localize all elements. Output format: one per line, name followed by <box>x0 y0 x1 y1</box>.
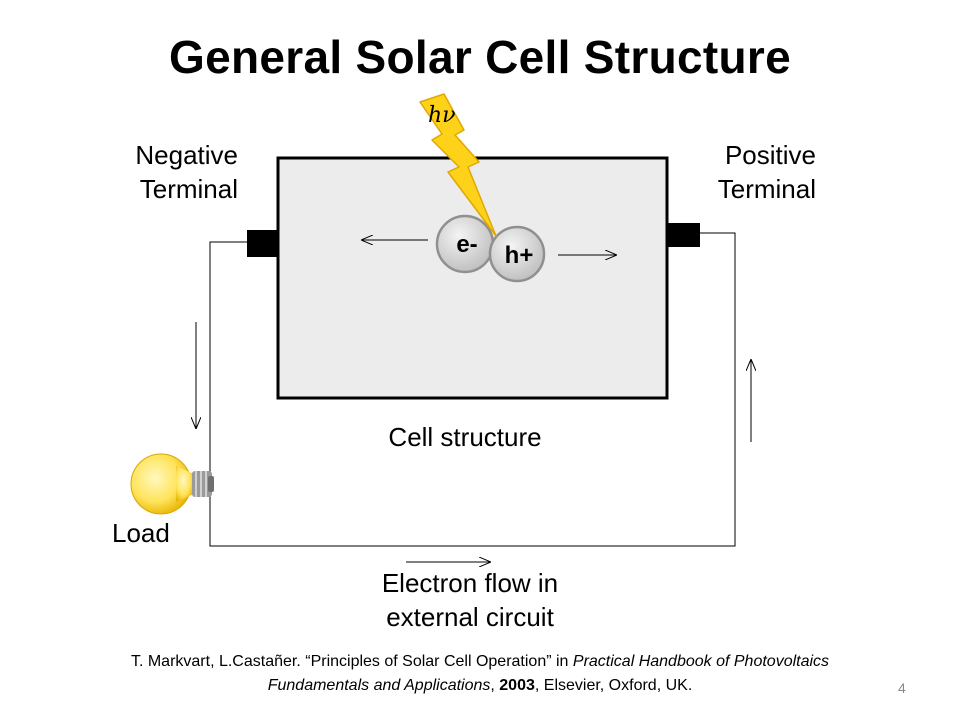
positive-terminal-contact <box>667 223 700 247</box>
citation-line-1: T. Markvart, L.Castañer. “Principles of … <box>0 650 960 674</box>
positive-terminal-line-2: Terminal <box>717 174 816 204</box>
light-bulb-icon <box>130 453 214 515</box>
photon-label: hν <box>428 103 456 128</box>
citation-authors-title: T. Markvart, L.Castañer. “Principles of … <box>130 653 573 670</box>
page-number: 4 <box>898 680 906 696</box>
citation-book-subtitle: Fundamentals and Applications <box>267 677 491 694</box>
citation-year: 2003 <box>499 677 535 694</box>
slide-title: General Solar Cell Structure <box>169 31 791 83</box>
positive-terminal-label: Positive Terminal <box>670 138 816 206</box>
electron-particle: e- <box>435 214 495 274</box>
electron-flow-line-1: Electron flow in <box>381 568 559 598</box>
external-circuit-wire <box>209 232 736 547</box>
lightning-bolt-icon <box>419 93 497 237</box>
electron-symbol: e- <box>456 231 477 258</box>
hole-symbol: h+ <box>505 242 534 269</box>
citation-line-2: Fundamentals and Applications, 2003, Els… <box>0 674 960 698</box>
cell-structure-label: Cell structure <box>388 422 542 452</box>
citation-book-title: Practical Handbook of Photovoltaics <box>572 653 830 670</box>
negative-terminal-line-2: Terminal <box>139 174 238 204</box>
hole-particle: h+ <box>488 225 546 283</box>
load-label: Load <box>112 518 170 548</box>
negative-terminal-label: Negative Terminal <box>96 138 238 206</box>
citation-separator: , <box>490 677 500 694</box>
electron-flow-label: Electron flow in external circuit <box>320 566 620 634</box>
negative-terminal-line-1: Negative <box>135 140 238 170</box>
citation-publisher: , Elsevier, Oxford, UK. <box>534 677 693 694</box>
positive-terminal-line-1: Positive <box>724 140 816 170</box>
electron-flow-line-2: external circuit <box>386 602 554 632</box>
citation: T. Markvart, L.Castañer. “Principles of … <box>0 650 960 698</box>
negative-terminal-contact <box>247 230 278 257</box>
